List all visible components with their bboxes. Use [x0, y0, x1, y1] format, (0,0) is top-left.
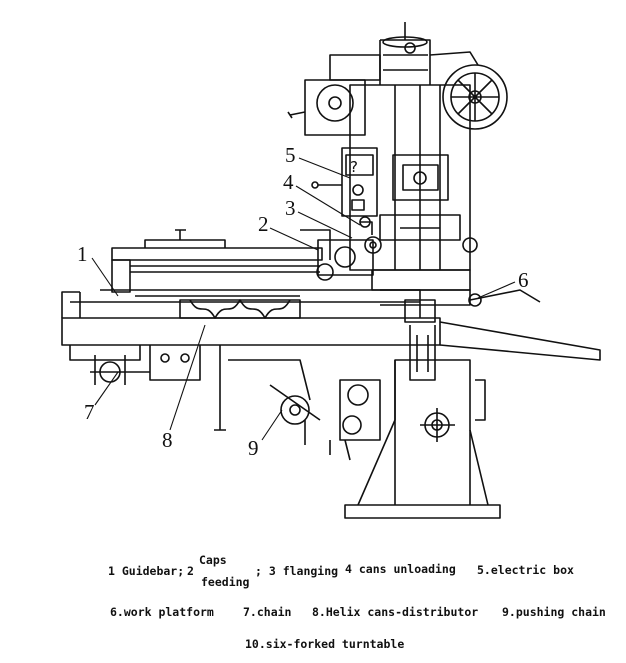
electric-box: ?	[311, 147, 378, 217]
callout-5: 5	[285, 143, 296, 167]
callout-1: 1	[77, 242, 88, 266]
legend-item-8: 8.Helix cans-distributor	[312, 605, 479, 619]
caps-feeding-unit	[316, 216, 478, 281]
work-platform	[61, 289, 601, 361]
machine-base	[344, 359, 501, 519]
legend-item-6: 6.work platform	[110, 605, 214, 619]
leader-lines	[91, 157, 516, 441]
legend-item-3: ; 3 flanging	[255, 564, 339, 578]
svg-text:?: ?	[350, 158, 358, 176]
callout-6: 6	[518, 268, 529, 292]
callout-4: 4	[283, 170, 294, 194]
upper-column	[349, 22, 471, 291]
legend-item-4: 4 cans unloading	[345, 562, 456, 576]
legend-item-2-top: Caps	[199, 553, 227, 567]
callout-3: 3	[285, 196, 296, 220]
legend-item-10: 10.six-forked turntable	[245, 637, 405, 651]
callout-2: 2	[258, 212, 269, 236]
helix-distributor	[179, 299, 301, 319]
machine-drawing: ?	[61, 22, 601, 519]
under-platform	[69, 325, 436, 461]
legend-item-1: 1 Guidebar;	[108, 564, 185, 578]
legend-item-2-bottom: feeding	[201, 575, 250, 589]
callout-9: 9	[248, 436, 259, 460]
callout-8: 8	[162, 428, 173, 452]
handwheel	[404, 42, 508, 130]
motor	[287, 54, 381, 136]
legend-item-7: 7.chain	[243, 605, 292, 619]
guidebar	[111, 229, 331, 293]
callout-7: 7	[84, 400, 95, 424]
legend-item-5: 5.electric box	[477, 563, 574, 577]
legend-item-2-number: 2	[187, 564, 194, 578]
legend-item-9: 9.pushing chain	[502, 605, 606, 619]
